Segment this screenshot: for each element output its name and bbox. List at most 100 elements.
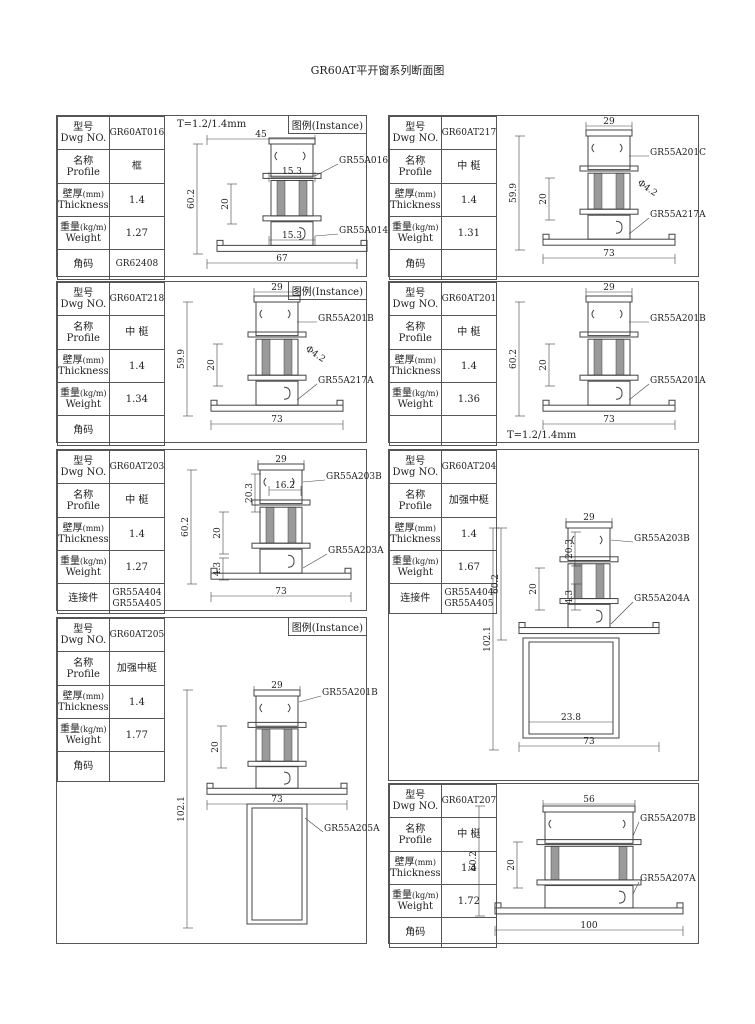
dim-bottom-label: 73: [271, 795, 283, 805]
thermal-strip-left: [261, 728, 271, 762]
thermal-strip-left: [265, 506, 275, 544]
clip-hooks: [259, 309, 291, 319]
dim-bottom-label: 73: [583, 737, 595, 747]
part-a-leader: [298, 695, 322, 703]
dim-top-label: 29: [271, 681, 283, 691]
upper-chamber: [567, 527, 611, 561]
dim-height-label: 60.2: [181, 517, 191, 537]
part-a-label: GR55A201B: [650, 314, 706, 324]
thickness-label: 壁厚(mm)Thickness: [389, 183, 442, 217]
dim-low-label: 4.3: [565, 590, 575, 605]
profile-value: 加强中梃: [440, 483, 498, 518]
fin-upper: [262, 172, 322, 179]
tolerance-note: T=1.2/1.4mm: [177, 119, 247, 130]
fin-lower: [247, 760, 307, 767]
dim-bottom-label: 73: [275, 587, 287, 597]
instance-label: 图例(Instance): [287, 282, 366, 300]
upper-chamber: [259, 469, 303, 505]
dim-mid-label: 20: [539, 193, 549, 205]
base-flange: [216, 244, 368, 252]
cap-top: [542, 805, 636, 813]
part-a-leader: [314, 163, 339, 177]
thermal-strip-right: [615, 338, 625, 376]
profile-value: 中 梃: [108, 315, 166, 350]
lower-hook: [615, 386, 623, 400]
thermal-strip-right: [283, 338, 293, 376]
dim-mid-label: 20: [529, 583, 539, 595]
weight-label: 重量(kg/m)Weight: [389, 216, 442, 250]
fin-upper: [579, 331, 639, 338]
thickness-value: 1.4: [440, 851, 498, 885]
thickness-value: 1.4: [108, 183, 166, 217]
lower-chamber: [255, 766, 299, 789]
lower-chamber: [567, 603, 611, 629]
thermal-strip-right: [618, 846, 628, 881]
instance-label: 图例(Instance): [287, 618, 366, 636]
weight-value: 1.77: [108, 718, 166, 752]
dim-mid-label: 20: [507, 859, 517, 871]
weight-label: 重量(kg/m)Weight: [57, 718, 110, 752]
lower-chamber: [544, 885, 634, 909]
lower-chamber: [587, 214, 631, 240]
last-label: 角码: [389, 249, 442, 280]
thickness-label: 壁厚(mm)Thickness: [57, 349, 110, 383]
thermal-strip-left: [593, 172, 603, 210]
weight-label: 重量(kg/m)Weight: [389, 550, 442, 584]
dim-bottom-label: 100: [580, 921, 597, 931]
upper-chamber: [587, 301, 631, 337]
section-drawing: 297323.860.2102.12020.34.3GR55A203BGR55A…: [483, 513, 690, 752]
part-b-leader: [314, 233, 339, 237]
weight-label: 重量(kg/m)Weight: [57, 550, 110, 584]
dim-bottom-label: 73: [603, 415, 615, 425]
thermal-strip-right: [595, 563, 605, 599]
fin-upper: [536, 839, 642, 846]
lower-hook: [298, 227, 306, 241]
clip-hooks: [274, 151, 306, 161]
dim-mid-label: 20: [213, 527, 223, 539]
thermal-strip-right: [615, 172, 625, 210]
fin-upper: [579, 165, 639, 172]
fin-upper: [251, 499, 311, 506]
base-flange: [542, 238, 676, 246]
last-label: 连接件: [57, 583, 110, 614]
dim-height-label: 59.9: [509, 183, 519, 203]
weight-value: 1.27: [108, 550, 166, 584]
base-flange: [542, 404, 676, 412]
last-value: [440, 917, 498, 948]
dim-height-label: 60.2: [187, 189, 197, 209]
part-b-leader: [304, 817, 324, 833]
part-b-leader: [302, 553, 328, 569]
part-b-label: GR55A217A: [650, 210, 706, 220]
fin-lower: [536, 879, 642, 886]
clip-hooks: [571, 535, 603, 545]
dim-top-label: 56: [583, 795, 595, 805]
part-b-label: GR55A014A: [339, 226, 395, 236]
flange-lips: [210, 567, 352, 574]
flange-lips: [210, 399, 344, 406]
tolerance-note: T=1.2/1.4mm: [507, 430, 577, 441]
weight-value: 1.31: [440, 216, 498, 250]
profile-value: 中 梃: [440, 149, 498, 184]
lower-hook: [287, 554, 295, 568]
dim-total-label: 102.1: [483, 626, 493, 652]
last-value: [440, 415, 498, 446]
dim-mid-label: 20: [211, 741, 221, 753]
fin-lower: [559, 598, 619, 605]
steel-box: [522, 637, 620, 739]
thermal-strip-left: [276, 180, 286, 217]
thickness-value: 1.4: [440, 349, 498, 383]
dim-dia: Φ4.2: [303, 344, 327, 365]
